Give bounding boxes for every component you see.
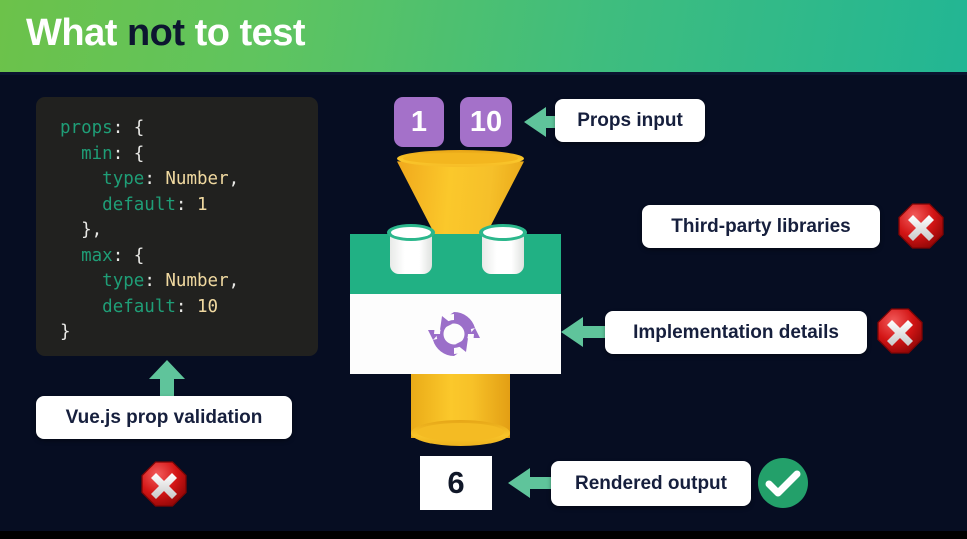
code-token-number-2: Number: [165, 271, 229, 291]
code-punc-10: :: [175, 296, 197, 317]
title-part-2: to test: [184, 12, 306, 54]
arrow-left-icon-rendered-output: [508, 468, 560, 498]
code-token-default-1: default: [102, 194, 176, 215]
rendered-output-value: 6: [420, 456, 492, 510]
title-part-1: What: [26, 12, 127, 54]
prop-badge-max: 10: [460, 97, 512, 147]
slide-header-bar: [0, 0, 967, 72]
cup-left-rim-inner: [391, 227, 431, 238]
machine-body-top: [350, 234, 561, 294]
page-title: What not to test: [26, 12, 306, 55]
cup-right-rim-inner: [483, 227, 523, 238]
callout-vue-prop-validation: Vue.js prop validation: [36, 396, 292, 439]
code-token-default-2: default: [102, 296, 176, 317]
green-circle-check-icon: [758, 458, 808, 508]
callout-implementation-details: Implementation details: [605, 311, 867, 354]
code-punc-8: :: [144, 271, 166, 291]
bottom-edge-strip: [0, 531, 967, 539]
code-punc-5: :: [175, 194, 197, 215]
code-punc-2: : {: [112, 143, 145, 164]
machine-cup-left: [387, 224, 435, 274]
code-punc-7: : {: [112, 245, 145, 266]
code-token-number-1: Number: [165, 169, 229, 189]
arrow-left-icon-implementation: [561, 317, 613, 347]
code-punc-6: },: [81, 220, 103, 240]
code-punc-4: ,: [228, 169, 240, 189]
sync-refresh-icon: [428, 312, 480, 356]
title-emphasis: not: [126, 12, 185, 54]
header-divider: [0, 72, 967, 75]
code-punc-3: :: [144, 169, 166, 189]
code-token-min: min: [81, 143, 113, 164]
code-value-min-default: 1: [197, 194, 208, 215]
code-punc-11: }: [60, 322, 71, 342]
code-token-type-2: type: [102, 271, 145, 291]
machine-body-bottom: [350, 294, 561, 374]
code-block: props: { min: { type: Number, default: 1…: [36, 97, 318, 356]
red-octagon-x-icon-implementation: [877, 308, 923, 354]
component-machine-illustration: [340, 148, 580, 453]
red-octagon-x-icon-third-party: [898, 203, 944, 249]
code-token-max: max: [81, 245, 113, 266]
funnel-rim-inner: [403, 153, 518, 164]
code-token-props: props: [60, 118, 113, 138]
red-octagon-x-icon-vue-validation: [141, 461, 187, 507]
machine-output-tube-base-inner: [417, 423, 504, 441]
code-token-type-1: type: [102, 169, 145, 189]
code-punc-9: ,: [228, 271, 240, 291]
arrow-left-icon-props-input: [524, 107, 576, 137]
arrow-up-icon-vue-validation: [149, 360, 185, 410]
machine-cup-right: [479, 224, 527, 274]
prop-badge-min: 1: [394, 97, 444, 147]
code-value-max-default: 10: [197, 296, 219, 317]
callout-rendered-output: Rendered output: [551, 461, 751, 506]
callout-props-input: Props input: [555, 99, 705, 142]
code-punc-1: : {: [112, 118, 145, 138]
callout-third-party-libraries: Third-party libraries: [642, 205, 880, 248]
